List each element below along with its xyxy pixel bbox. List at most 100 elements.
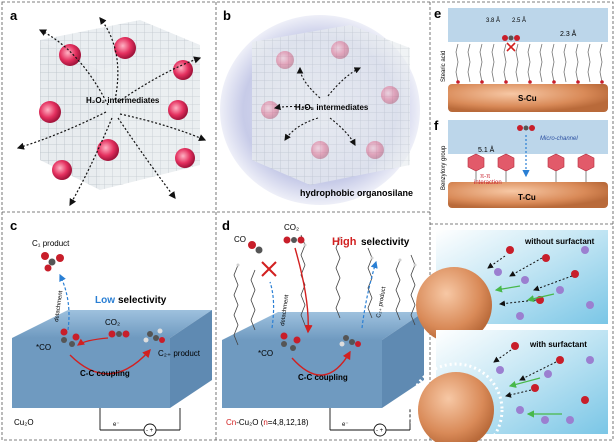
co2-label-c: CO₂ — [105, 318, 120, 327]
circuit-c — [99, 408, 181, 437]
cc-coupling-label-c: C-C coupling — [80, 369, 130, 378]
panel-b: b H₂O₂ intermediates hydrophobic organos… — [220, 8, 420, 205]
blocked-co2-e — [502, 35, 520, 52]
c2-molecule-d — [339, 335, 361, 347]
co-star-molecules-d — [280, 332, 301, 351]
co-label-d: CO — [234, 235, 246, 244]
benzyloxy-label: Benzyloxy group — [441, 145, 447, 190]
s-cu-label: S-Cu — [518, 94, 537, 103]
cube-b-side — [310, 48, 410, 185]
panel-e-letter: e — [434, 6, 441, 21]
panel-d-letter: d — [222, 218, 230, 233]
c2-outflow-arrow-d — [361, 260, 378, 329]
cu-layer-e — [448, 84, 608, 112]
diffusion-arrows-a — [16, 17, 207, 207]
high-label: High — [332, 236, 357, 248]
ions-g — [494, 246, 594, 320]
cc-coupling-arrow-d — [291, 350, 351, 376]
stearic-chains — [455, 43, 603, 83]
panel-b-label: H₂O₂ intermediates — [295, 103, 369, 112]
cube-a-side — [100, 45, 200, 190]
co2-molecule-c — [108, 330, 130, 338]
substrate-c-side — [170, 310, 212, 408]
flux-arrows-h — [493, 349, 557, 398]
distance-1-e: 3.8 Å — [486, 17, 500, 24]
panel-b-caption: hydrophobic organosilane — [300, 188, 413, 198]
cc-coupling-arrow-c — [69, 348, 151, 375]
co-molecule-d — [248, 241, 263, 254]
detachment-label-d: detachment — [280, 294, 290, 326]
micro-channel-label: Micro-channel — [540, 136, 578, 142]
svg-text:- +: - + — [376, 428, 384, 434]
selectivity-label-c: selectivity — [118, 295, 167, 306]
t-cu-label: T-Cu — [518, 193, 536, 202]
substrate-d-front — [222, 340, 382, 408]
substrate-d-side — [382, 312, 424, 408]
co2-label-d: CO₂ — [284, 223, 299, 232]
flux-arrows-g — [487, 255, 573, 307]
electrolyte-e — [448, 8, 608, 42]
panel-f: f Micro-channel 5.1 Å π-π interaction Be… — [434, 118, 608, 208]
co2-inflow-arrow-d — [294, 247, 313, 334]
detachment-label-c: detachment — [54, 290, 64, 322]
cc-coupling-label-d: C-C coupling — [298, 373, 348, 382]
pi-label: π-π — [480, 174, 490, 180]
circuit-d — [329, 408, 411, 437]
panel-e: e — [434, 6, 608, 112]
substrate-label-d: Cn-Cu₂O (n=4,8,12,18) — [226, 418, 309, 427]
low-label: Low — [95, 295, 115, 306]
distance-f: 5.1 Å — [478, 145, 495, 154]
co2-through-channel — [517, 125, 535, 178]
c1-product-label: C₁ product — [32, 239, 70, 248]
substrate-prefix-d: Cn — [226, 418, 236, 427]
panel-c: c C₁ product detachment Low selectivity … — [10, 218, 212, 437]
selectivity-label-d: selectivity — [361, 237, 410, 248]
distance-2-e: 2.5 Å — [512, 17, 526, 24]
ions-h — [496, 342, 594, 424]
blocked-cross — [261, 261, 277, 277]
substrate-c-front — [12, 338, 170, 408]
h2o2-spheres-a — [39, 37, 195, 180]
electron-label-d: e⁻ — [342, 422, 349, 428]
panel-g-label: without surfactant — [524, 237, 595, 246]
substrate-d-top — [222, 312, 424, 340]
cube-b-front — [252, 42, 310, 185]
substrate-mid-d: -Cu₂O ( — [236, 418, 263, 427]
panel-g: g without surfactant — [416, 230, 608, 343]
detachment-arrow-d — [269, 281, 275, 329]
electron-label-c: e⁻ — [113, 422, 120, 428]
panel-a-letter: a — [10, 8, 18, 23]
co-star-label-c: *CO — [36, 343, 51, 352]
diffusion-arrows-b — [273, 66, 361, 146]
panel-b-letter: b — [223, 8, 231, 23]
svg-text:- +: - + — [146, 428, 154, 434]
detachment-arrow-c — [59, 273, 70, 331]
panel-d: d CO CO₂ High selec — [222, 218, 424, 437]
panel-a-label: H₂O₂ intermediates — [86, 96, 160, 105]
co2-molecule-d — [283, 236, 305, 244]
panel-h: h with surfactant — [408, 330, 608, 442]
surfactant-shell — [408, 362, 504, 442]
cu-particle-h — [418, 372, 494, 442]
panel-a: a H₂O₂ intermediates — [10, 8, 207, 207]
panel-f-letter: f — [434, 118, 439, 133]
c2-product-label-d: C₂₊ product — [376, 286, 387, 318]
interaction-label: interaction — [474, 180, 502, 186]
cu-particle-g — [416, 267, 492, 343]
c2-product-label-c: C₂₊ product — [158, 349, 201, 358]
substrate-label-c: Cu₂O — [14, 418, 34, 427]
substrate-suffix-d: =4,8,12,18) — [268, 418, 309, 427]
cu-layer-f — [448, 182, 608, 208]
benzyloxy-hexagons — [467, 153, 595, 172]
h2o2-spheres-b — [261, 41, 399, 159]
substrate-n-d: n — [263, 418, 267, 427]
panel-c-letter: c — [10, 218, 17, 233]
electrolyte-f — [448, 120, 608, 154]
cube-a-front — [40, 40, 100, 190]
stearic-acid-label: Stearic acid — [441, 51, 447, 82]
alkyl-chains — [233, 234, 416, 346]
c2-molecule-c — [143, 328, 165, 343]
panel-h-label: with surfactant — [529, 340, 587, 349]
